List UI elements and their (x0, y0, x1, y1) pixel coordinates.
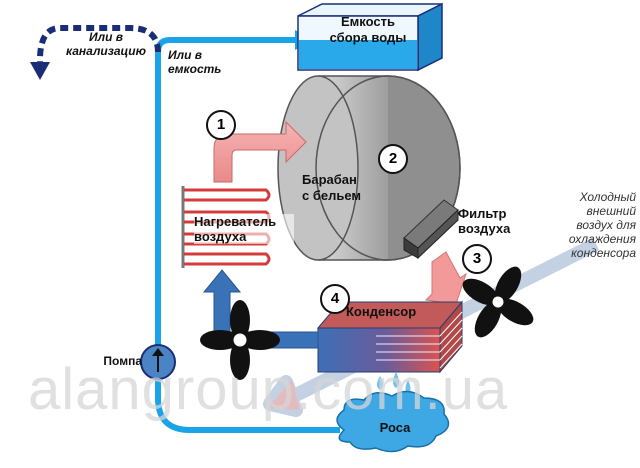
air-filter (403, 199, 459, 260)
pump-arrow-icon (152, 348, 164, 356)
condenser-block (316, 300, 464, 374)
tank-side (417, 2, 443, 72)
filter-label: Фильтр воздуха (458, 206, 511, 236)
dew-drops (377, 372, 411, 394)
drum-label: Барабан с бельем (302, 172, 362, 203)
cold-air-label: Холодный внешний воздух для охлаждения к… (568, 190, 636, 260)
step-2-badge: 2 (378, 144, 408, 174)
step-4-badge: 4 (320, 284, 350, 314)
tank-route-label: Или в емкость (168, 48, 222, 76)
hot-air-arrow-3 (424, 251, 467, 305)
step-1-badge: 1 (206, 110, 236, 140)
drum-front (277, 75, 359, 261)
dew-cloud (336, 390, 450, 453)
heater-label: Нагреватель воздуха (194, 214, 294, 244)
cold-air-arrowhead (268, 380, 300, 410)
dew-label: Роса (379, 420, 411, 435)
condenser-label: Конденсор (346, 304, 417, 319)
sewer-pipe (37, 25, 161, 66)
sewer-label: Или в канализацию (65, 30, 147, 58)
sewer-arrowhead (30, 62, 50, 80)
water-pipe (155, 37, 340, 433)
step-3-badge: 3 (462, 244, 492, 274)
hot-air-arrow-1 (213, 120, 307, 183)
tank-water (299, 40, 417, 69)
fan-right (462, 266, 534, 338)
tank-label: Емкость сбора воды (329, 14, 407, 45)
fan-left (200, 300, 280, 380)
watermark: alangroup.com.ua (28, 357, 509, 422)
pump-label: Помпа (103, 354, 142, 368)
